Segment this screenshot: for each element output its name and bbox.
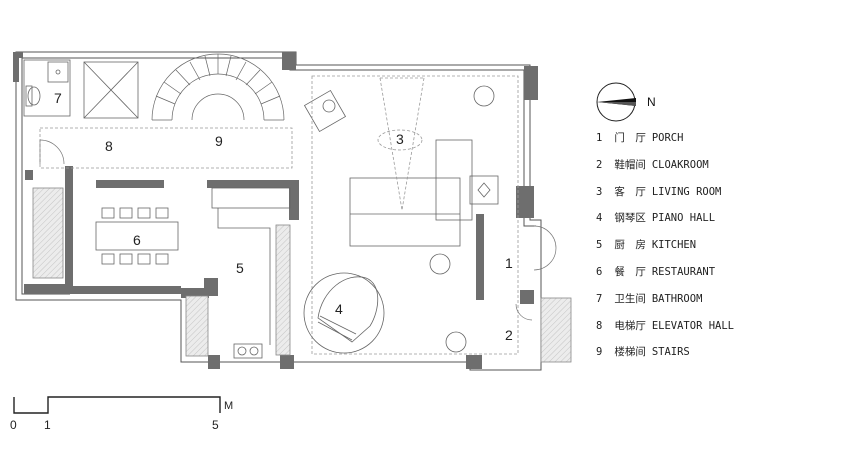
scale-tick-1: 1 (44, 418, 51, 432)
room-label-7: 7 (54, 90, 62, 106)
bathroom-fixtures (23, 59, 71, 117)
walls (13, 52, 538, 369)
north-arrow-icon (596, 82, 636, 122)
corridor (39, 127, 293, 169)
living-room-furniture (303, 85, 499, 275)
room-label-3: 3 (396, 131, 404, 147)
scale-tick-0: 0 (10, 418, 17, 432)
spiral-stairs (151, 53, 285, 121)
room-label-9: 9 (215, 133, 223, 149)
hatched-storage (32, 187, 572, 363)
scale-unit: M (224, 400, 234, 412)
kitchen-counters (211, 187, 291, 359)
room-label-4: 4 (335, 301, 343, 317)
room-label-8: 8 (105, 138, 113, 154)
tv-beam (311, 75, 519, 355)
scale-bar (13, 396, 221, 414)
scale-tick-5: 5 (212, 418, 219, 432)
north-label: N (647, 95, 656, 109)
room-label-6: 6 (133, 232, 141, 248)
piano (303, 272, 467, 354)
room-label-5: 5 (236, 260, 244, 276)
elevator (83, 61, 139, 119)
room-label-1: 1 (505, 255, 513, 271)
dining-table (95, 207, 179, 265)
doors (39, 139, 557, 321)
room-label-2: 2 (505, 327, 513, 343)
